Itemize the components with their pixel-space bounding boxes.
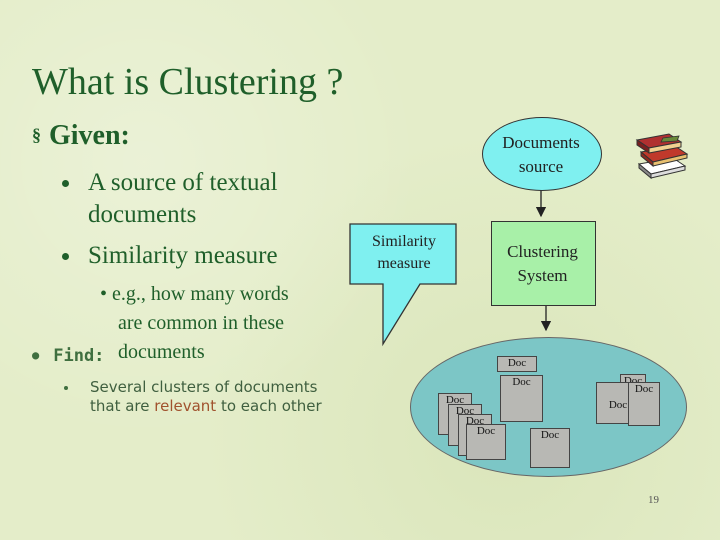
books-stack-icon <box>635 133 689 180</box>
label-line: Similarity <box>372 233 436 250</box>
find-heading: ● Find: <box>32 346 104 366</box>
given-item-line: documents <box>88 201 197 228</box>
bullet-icon <box>62 180 69 187</box>
label-line: Documents <box>502 133 580 152</box>
given-item-similarity: Similarity measure <box>62 240 278 272</box>
find-line: Several clusters of documents <box>90 378 318 396</box>
label-line: source <box>518 157 564 176</box>
given-item-line: Similarity measure <box>88 242 278 269</box>
doc-card: Doc <box>628 382 660 426</box>
clustering-system-label: Clustering System <box>491 240 594 288</box>
documents-source-oval <box>482 117 602 191</box>
doc-card: Doc <box>497 356 537 372</box>
similarity-measure-label: Similarity measure <box>345 231 463 275</box>
similarity-speech-bubble <box>349 223 457 347</box>
example-line: documents <box>118 341 205 363</box>
label-line: measure <box>377 255 431 272</box>
bullet-icon <box>62 253 69 260</box>
doc-card: Doc <box>530 428 570 468</box>
given-item-source: A source of textual documents <box>62 167 278 231</box>
find-line: that are relevant to each other <box>90 397 322 416</box>
given-item-line: A source of textual <box>88 169 278 196</box>
bullet-icon <box>64 386 68 390</box>
slide-title: What is Clustering ? <box>32 61 344 103</box>
clustering-system-box <box>491 221 596 306</box>
doc-card: Doc <box>500 375 543 422</box>
doc-card: Doc <box>466 424 506 460</box>
relevant-highlight: relevant <box>154 397 217 415</box>
find-label: Find: <box>53 346 105 366</box>
label-line: Clustering <box>507 242 578 261</box>
given-heading: § Given: <box>32 120 130 152</box>
bullet-icon: ● <box>32 348 40 362</box>
example-line: are common in these <box>118 312 285 334</box>
page-number: 19 <box>648 494 659 506</box>
find-item: Several clusters of documents that are r… <box>64 378 322 416</box>
label-line: System <box>517 266 568 285</box>
example-line: • e.g., how many words <box>100 283 289 305</box>
given-label: Given: <box>49 120 130 151</box>
example-subitem: • e.g., how many words are common in the… <box>100 280 330 367</box>
find-text: to each other <box>216 397 322 415</box>
documents-source-label: Documents source <box>482 131 600 179</box>
find-text: that are <box>90 397 155 415</box>
square-bullet-icon: § <box>32 125 41 145</box>
